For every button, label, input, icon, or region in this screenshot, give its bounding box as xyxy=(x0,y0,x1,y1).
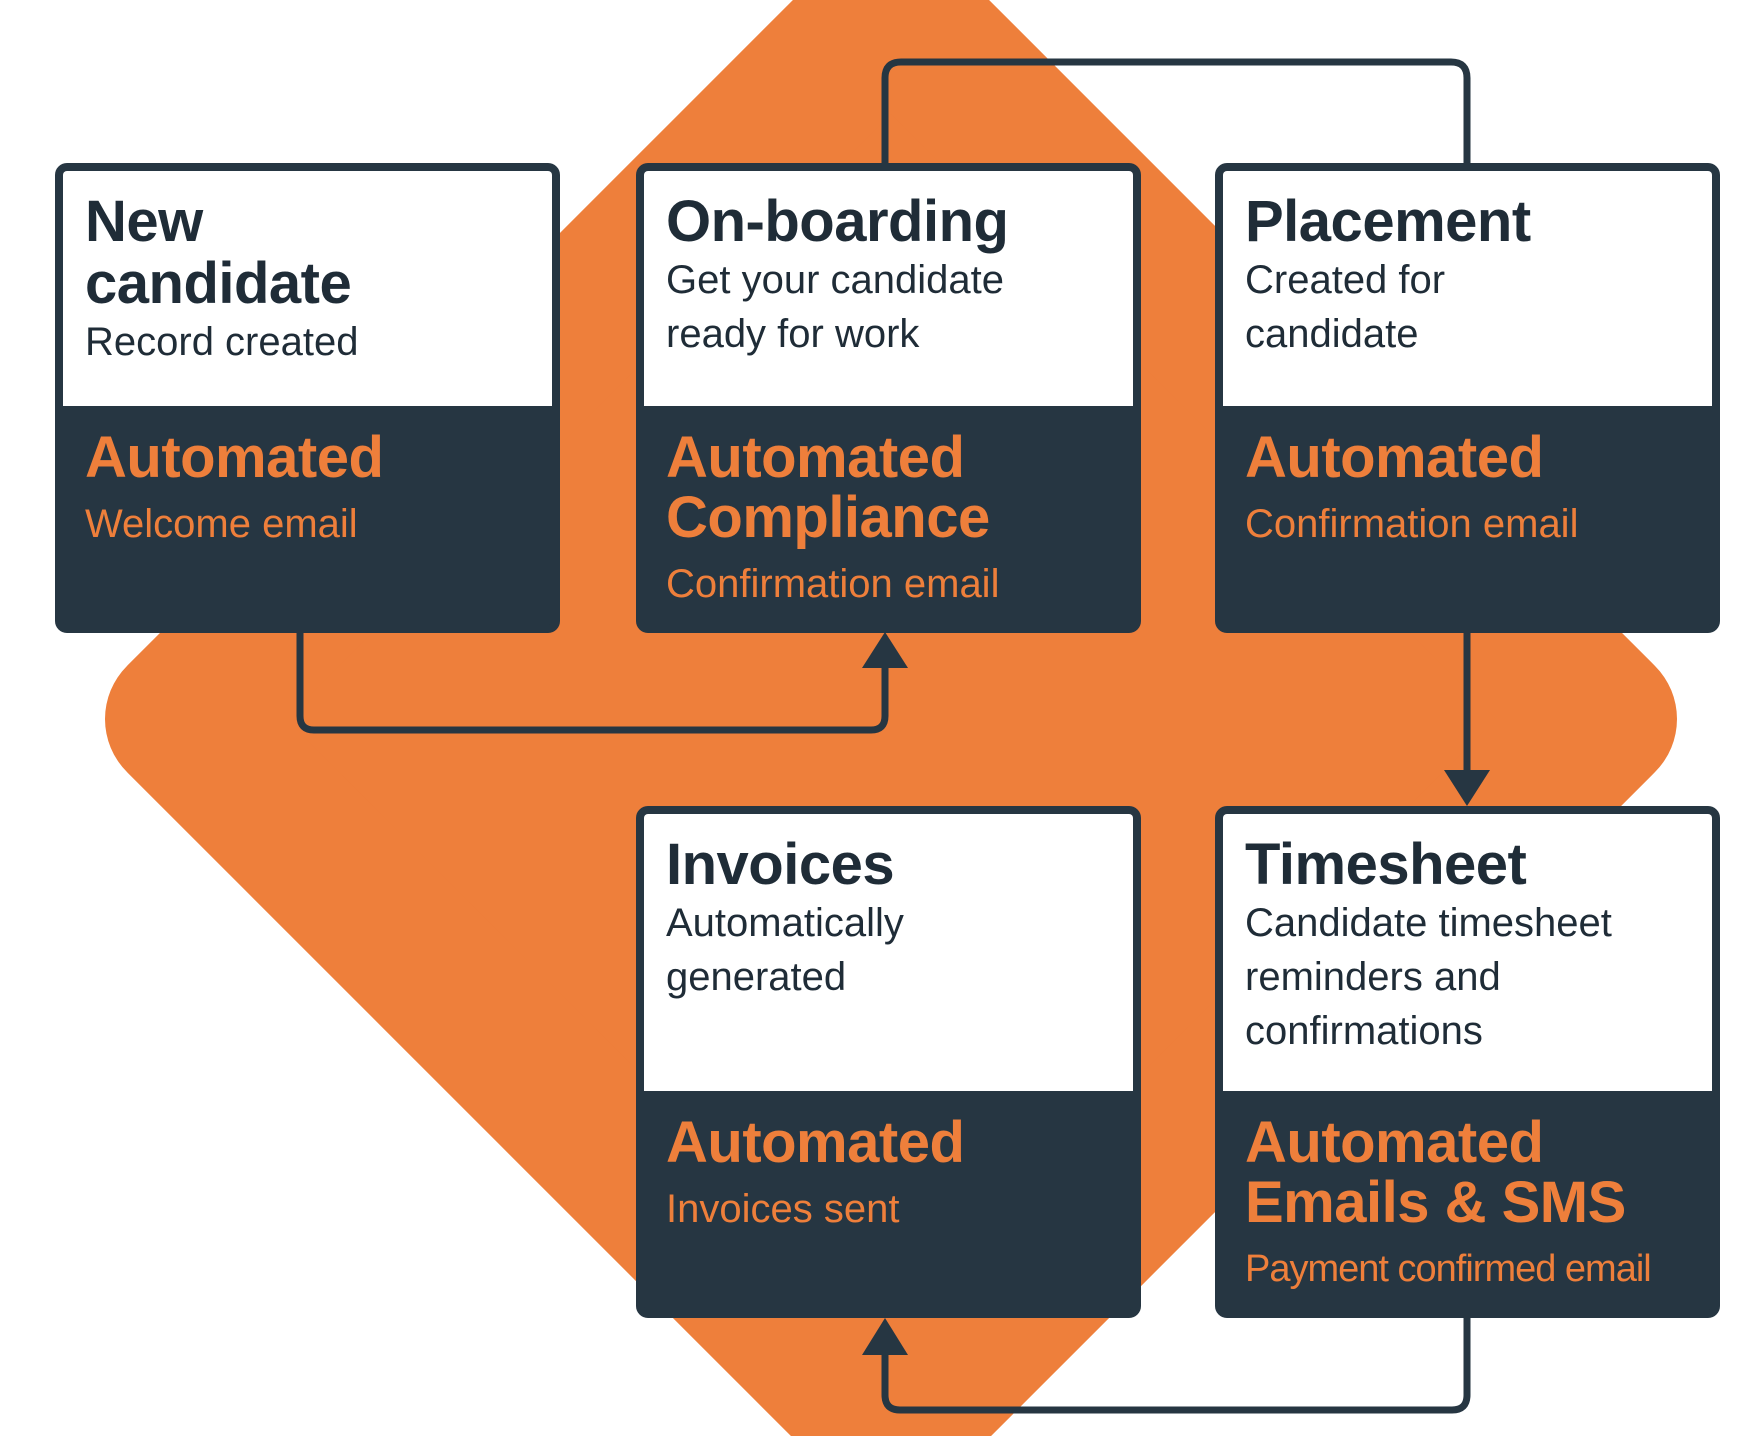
step-description: Get your candidate ready for work xyxy=(666,253,1115,361)
step-title: Timesheet xyxy=(1245,834,1694,896)
step-card-on-boarding: On-boarding Get your candidate ready for… xyxy=(636,163,1141,633)
step-header: On-boarding Get your candidate ready for… xyxy=(644,171,1133,406)
step-description-line: Created for xyxy=(1245,258,1446,302)
arrowhead-invoices xyxy=(862,1318,908,1355)
automation-description: Welcome email xyxy=(85,502,358,546)
step-title: New candidate xyxy=(85,191,534,315)
automation-title: Automated Emails & SMS xyxy=(1245,1113,1694,1233)
step-title: Placement xyxy=(1245,191,1694,253)
step-automation: Automated Compliance Confirmation email xyxy=(644,406,1133,625)
automation-description: Confirmation email xyxy=(666,562,1000,606)
step-description-line: Get your candidate xyxy=(666,258,1004,302)
connectors xyxy=(296,58,1490,1414)
step-header: Invoices Automatically generated xyxy=(644,814,1133,1091)
step-automation: Automated Welcome email xyxy=(63,406,552,625)
step-description-line: Automatically xyxy=(666,901,904,945)
step-description: Candidate timesheet reminders and confir… xyxy=(1245,896,1694,1058)
step-header: Placement Created for candidate xyxy=(1223,171,1712,406)
step-title-line: Invoices xyxy=(666,832,895,897)
step-header: New candidate Record created xyxy=(63,171,552,406)
automation-title-line: Automated xyxy=(1245,425,1544,490)
arrowhead-timesheet xyxy=(1444,770,1490,806)
connector-line-on-boarding-to-placement xyxy=(881,58,1471,163)
step-description-line: ready for work xyxy=(666,312,920,356)
step-title: Invoices xyxy=(666,834,1115,896)
automation-description: Confirmation email xyxy=(1245,502,1579,546)
step-description-line: reminders and xyxy=(1245,955,1501,999)
step-automation: Automated Emails & SMS Payment confirmed… xyxy=(1223,1091,1712,1310)
step-description: Record created xyxy=(85,315,534,369)
automation-title: Automated xyxy=(1245,428,1694,488)
step-card-placement: Placement Created for candidate Automate… xyxy=(1215,163,1720,633)
automation-title: Automated xyxy=(85,428,534,488)
automation-title-line: Automated xyxy=(85,425,384,490)
automation-description: Payment confirmed email xyxy=(1245,1248,1652,1290)
step-title-line: New xyxy=(85,189,203,254)
step-title-line: On-boarding xyxy=(666,189,1009,254)
automation-title: Automated Compliance xyxy=(666,428,1115,548)
step-title-line: Timesheet xyxy=(1245,832,1527,897)
step-description-line: generated xyxy=(666,955,847,999)
step-description-line: confirmations xyxy=(1245,1009,1483,1053)
step-automation: Automated Invoices sent xyxy=(644,1091,1133,1310)
step-description-line: candidate xyxy=(1245,312,1419,356)
step-card-new-candidate: New candidate Record created Automated W… xyxy=(55,163,560,633)
automation-title-line: Automated xyxy=(666,1110,965,1175)
step-card-invoices: Invoices Automatically generated Automat… xyxy=(636,806,1141,1318)
arrowhead-on-boarding xyxy=(862,632,908,668)
connector-line-timesheet-to-invoices xyxy=(881,1317,1471,1414)
step-title-line: candidate xyxy=(85,251,352,316)
step-header: Timesheet Candidate timesheet reminders … xyxy=(1223,814,1712,1091)
automation-title: Automated xyxy=(666,1113,1115,1173)
step-description: Automatically generated xyxy=(666,896,1115,1004)
step-description-line: Candidate timesheet xyxy=(1245,901,1612,945)
step-automation: Automated Confirmation email xyxy=(1223,406,1712,625)
step-title: On-boarding xyxy=(666,191,1115,253)
automation-title-line: Emails & SMS xyxy=(1245,1170,1626,1235)
step-description-line: Record created xyxy=(85,320,359,364)
automation-title-line: Automated xyxy=(666,425,965,490)
connector-line-new-candidate-to-on-boarding xyxy=(296,632,889,734)
step-title-line: Placement xyxy=(1245,189,1531,254)
automation-title-line: Automated xyxy=(1245,1110,1544,1175)
automation-description: Invoices sent xyxy=(666,1187,900,1231)
step-description: Created for candidate xyxy=(1245,253,1694,361)
automation-title-line: Compliance xyxy=(666,485,990,550)
step-card-timesheet: Timesheet Candidate timesheet reminders … xyxy=(1215,806,1720,1318)
